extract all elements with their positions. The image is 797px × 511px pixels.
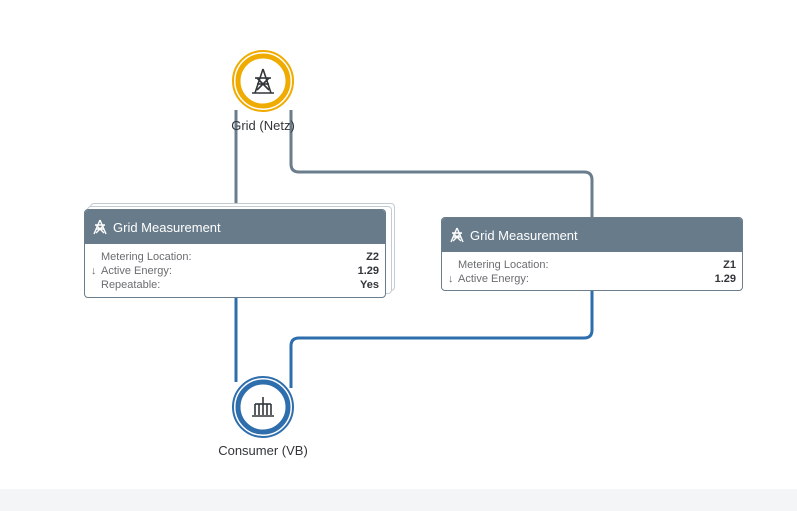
row-value: Yes — [360, 279, 379, 291]
transmission-tower-icon — [91, 218, 109, 236]
row-label: Active Energy: — [101, 265, 172, 277]
transmission-tower-icon — [252, 68, 274, 94]
row-label: Metering Location: — [101, 251, 192, 263]
grid-measurement-card-left[interactable]: Grid Measurement Metering Location: Z2 ↓… — [84, 209, 386, 298]
consumer-node-label: Consumer (VB) — [218, 443, 308, 458]
row-value: Z2 — [366, 251, 379, 263]
card-title: Grid Measurement — [113, 219, 221, 235]
ground-connection-icon — [252, 397, 274, 417]
consumer-node[interactable] — [232, 376, 294, 438]
row-label: Metering Location: — [458, 259, 549, 271]
card-row-active-energy: ↓ Active Energy: 1.29 — [91, 264, 379, 278]
card-header: Grid Measurement — [85, 210, 385, 244]
connector-grid-to-right-card — [289, 110, 594, 217]
row-value: 1.29 — [714, 273, 736, 285]
connector-right-card-to-consumer — [289, 291, 594, 388]
card-row-metering-location: Metering Location: Z1 — [448, 258, 736, 272]
arrow-down-icon: ↓ — [91, 265, 97, 277]
arrow-down-icon: ↓ — [448, 273, 454, 285]
card-row-active-energy: ↓ Active Energy: 1.29 — [448, 272, 736, 286]
grid-measurement-card-right[interactable]: Grid Measurement Metering Location: Z1 ↓… — [441, 217, 743, 291]
footer-bar — [0, 489, 797, 511]
row-value: 1.29 — [357, 265, 379, 277]
card-row-repeatable: Repeatable: Yes — [91, 278, 379, 292]
card-title: Grid Measurement — [470, 227, 578, 243]
card-header: Grid Measurement — [442, 218, 742, 252]
grid-node[interactable] — [232, 50, 294, 112]
grid-node-label: Grid (Netz) — [231, 118, 295, 133]
transmission-tower-icon — [448, 226, 466, 244]
row-label: Repeatable: — [101, 279, 161, 291]
row-label: Active Energy: — [458, 273, 529, 285]
card-row-metering-location: Metering Location: Z2 — [91, 250, 379, 264]
row-value: Z1 — [723, 259, 736, 271]
